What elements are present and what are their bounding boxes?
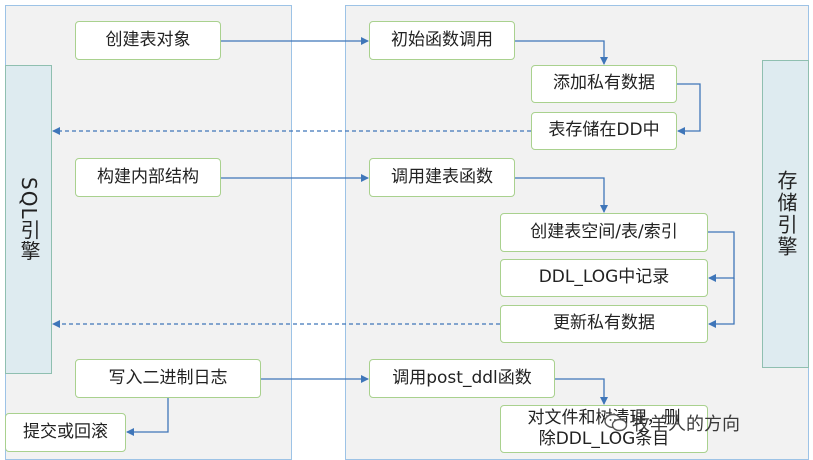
step-cleanup-files-and-trees: 对文件和树清理，删 除DDL_LOG条目	[500, 405, 708, 453]
step-build-internal-structure: 构建内部结构	[75, 158, 221, 197]
storage-engine-label: 存储引擎	[762, 60, 809, 368]
step-call-create-table-function: 调用建表函数	[369, 158, 515, 197]
step-create-tablespace-table-index: 创建表空间/表/索引	[500, 213, 708, 252]
step-store-table-in-dd: 表存储在DD中	[531, 112, 677, 150]
step-create-table-object: 创建表对象	[75, 21, 221, 60]
wechat-icon	[604, 413, 628, 432]
step-add-private-data: 添加私有数据	[531, 65, 677, 103]
step-record-in-ddl-log: DDL_LOG中记录	[500, 259, 708, 297]
step-init-function-call: 初始函数调用	[369, 21, 515, 60]
step-commit-or-rollback: 提交或回滚	[5, 413, 126, 452]
step-write-binlog: 写入二进制日志	[75, 359, 261, 398]
watermark: 牧羊人的方向	[604, 410, 740, 436]
step-update-private-data: 更新私有数据	[500, 305, 708, 343]
sql-engine-label: SQL引擎	[5, 65, 52, 374]
watermark-text: 牧羊人的方向	[632, 414, 740, 435]
step-call-post-ddl-function: 调用post_ddl函数	[369, 359, 555, 398]
